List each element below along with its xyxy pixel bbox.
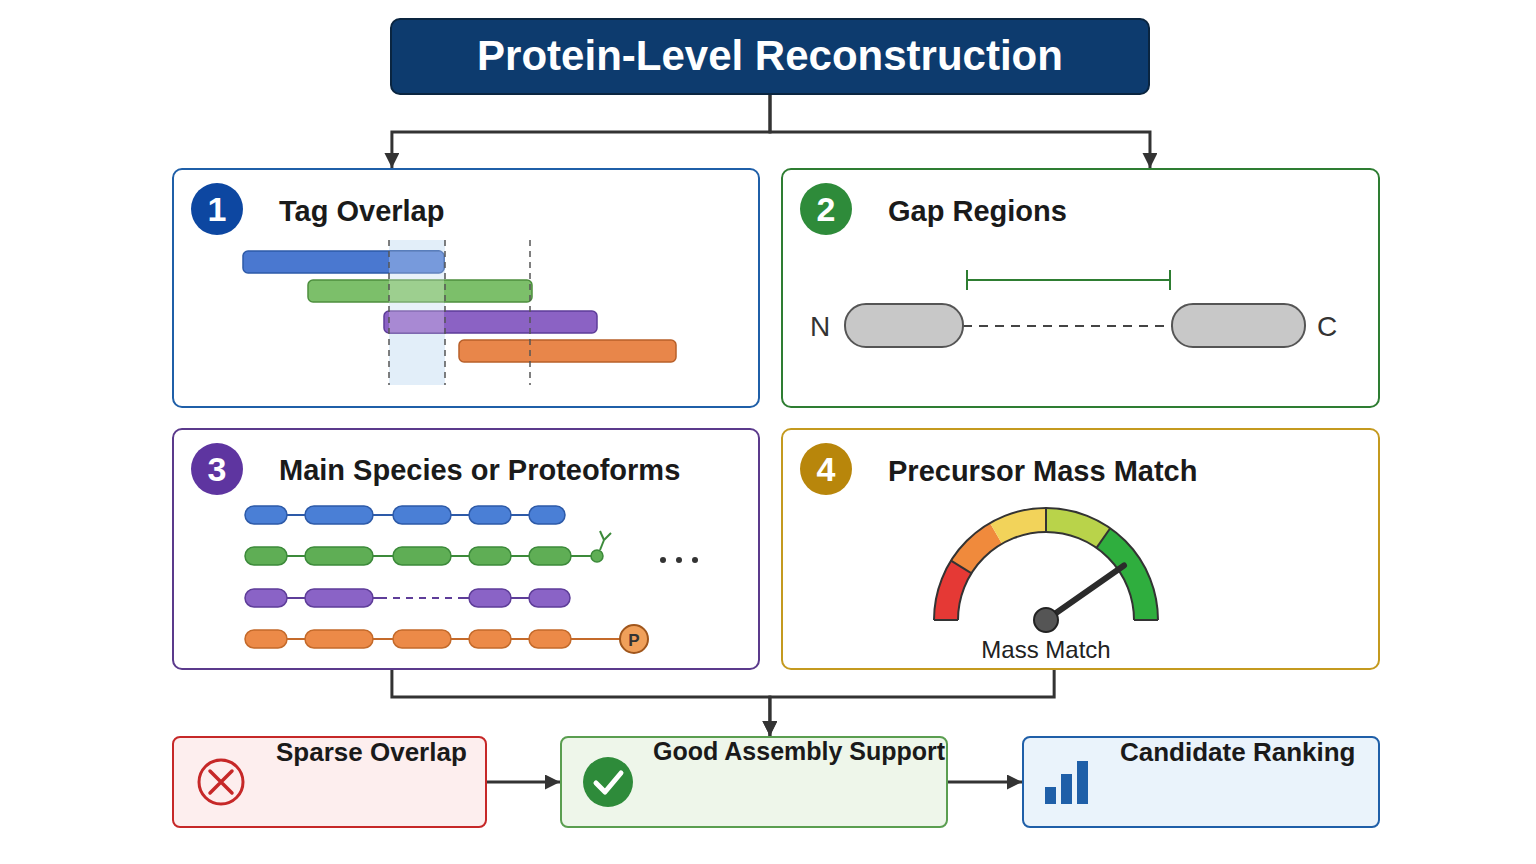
- ellipsis-dots: [660, 557, 698, 563]
- terminus-label: C: [1317, 313, 1337, 341]
- gauge-label: Mass Match: [981, 638, 1110, 662]
- guide-line: [529, 240, 531, 385]
- tag-bar: [384, 311, 597, 333]
- guide-line: [388, 240, 390, 385]
- gauge-outline: [934, 508, 1158, 620]
- fail-icon: [210, 771, 232, 793]
- chain-segments: [245, 589, 570, 607]
- status-box: Sparse Overlap: [172, 736, 487, 828]
- fail-icon: [199, 760, 243, 804]
- check-icon: [583, 757, 633, 807]
- node-label: Tag Overlap: [279, 196, 444, 228]
- status-box: Good Assembly Support: [560, 736, 948, 828]
- gauge-ticks: [951, 508, 1110, 573]
- proteoform-illustration: [245, 506, 698, 653]
- callout-circle: [800, 443, 852, 495]
- chain-gap: [380, 597, 462, 599]
- chain-segments: [245, 547, 603, 565]
- gap-bracket: [967, 279, 1170, 281]
- tag-bar: [243, 251, 444, 273]
- panel-box: Precursor Mass Match: [781, 428, 1380, 670]
- flow-arrow: [392, 95, 770, 168]
- tag-bar: [308, 280, 532, 302]
- phospho-circle: [620, 625, 648, 653]
- callout-circle: [800, 183, 852, 235]
- chain-line: [245, 597, 380, 599]
- bar-icon: [1077, 761, 1088, 804]
- terminus-label: N: [810, 313, 830, 341]
- title-box: Protein-Level Reconstruction: [390, 18, 1150, 95]
- gauge-needle: [1046, 566, 1124, 621]
- gauge-arcs: [946, 520, 1146, 620]
- flow-arrow: [487, 781, 560, 784]
- callout-circle: [191, 183, 243, 235]
- gauge-hub: [1034, 608, 1058, 632]
- overlap-highlight: [389, 251, 444, 333]
- bar-icon: [1061, 774, 1072, 804]
- overlap-shade: [389, 240, 445, 385]
- flow-arrow: [770, 670, 1054, 736]
- mass-gauge: [934, 508, 1158, 632]
- callout-number: 1: [208, 192, 227, 226]
- status-icons: [199, 757, 1088, 807]
- guide-line: [444, 240, 446, 385]
- tag-bar: [459, 340, 676, 362]
- chain-segments: [245, 630, 571, 648]
- modification-label: P: [628, 632, 639, 649]
- panel-box: Tag Overlap: [172, 168, 760, 408]
- flow-arrow: [948, 781, 1022, 784]
- callout-number: 2: [817, 192, 836, 226]
- flow-arrow: [770, 95, 1150, 168]
- gap-dashes: [963, 325, 1172, 327]
- gap-bracket: [1169, 270, 1171, 290]
- panel-box: Gap Regions: [781, 168, 1380, 408]
- callout-number: 3: [208, 452, 227, 486]
- check-icon: [596, 773, 621, 792]
- title-text: Protein-Level Reconstruction: [477, 33, 1063, 79]
- node-label: Precursor Mass Match: [888, 456, 1197, 488]
- chain-line: [245, 555, 597, 557]
- panel-box: Main Species or Proteoforms: [172, 428, 760, 670]
- fragment-pill: [845, 304, 963, 347]
- flow-arrow: [392, 670, 770, 736]
- chain-line: [462, 597, 570, 599]
- node-label: Sparse Overlap: [276, 738, 467, 767]
- node-label: Good Assembly Support: [653, 738, 945, 766]
- glycan-symbol: [600, 531, 611, 550]
- fragment-pill: [1172, 304, 1305, 347]
- callout-circle: [191, 443, 243, 495]
- gap-bracket: [966, 270, 968, 290]
- callout-number: 4: [817, 452, 836, 486]
- node-label: Gap Regions: [888, 196, 1067, 228]
- chain-line: [245, 514, 565, 516]
- status-box: Candidate Ranking: [1022, 736, 1380, 828]
- chain-line: [245, 638, 620, 640]
- node-label: Main Species or Proteoforms: [279, 455, 680, 487]
- tag-overlap-illustration: [243, 240, 676, 385]
- chain-segments: [245, 506, 565, 524]
- node-label: Candidate Ranking: [1120, 738, 1355, 767]
- gap-illustration: [845, 270, 1305, 347]
- callout-circles: [191, 183, 852, 495]
- bar-icon: [1045, 787, 1056, 804]
